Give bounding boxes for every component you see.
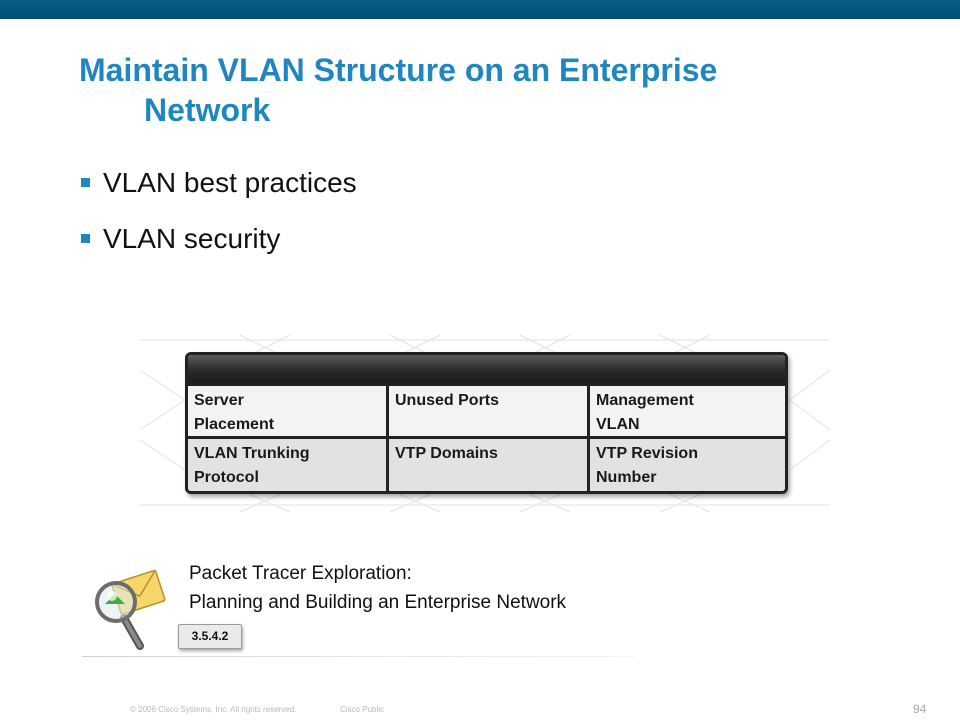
copyright-text: © 2006 Cisco Systems, Inc. All rights re…: [130, 705, 297, 714]
bullet-item: VLAN security: [79, 219, 357, 275]
table-cell-label: VTP Domains: [395, 445, 498, 462]
table-cell: VTP Domains: [389, 439, 590, 491]
table-cell: Unused Ports: [389, 386, 590, 439]
page-number: 94: [913, 702, 927, 716]
table-cell-label: Management VLAN: [596, 392, 694, 433]
packet-tracer-title: Packet Tracer Exploration:: [189, 563, 412, 584]
table-cell: Server Placement: [188, 386, 389, 439]
table-cell-label: Unused Ports: [395, 392, 500, 409]
bullet-text: VLAN best practices: [103, 167, 357, 198]
table-cell: VTP Revision Number: [590, 439, 785, 491]
bullet-list: VLAN best practices VLAN security: [79, 163, 357, 275]
activity-number-badge[interactable]: 3.5.4.2: [178, 624, 242, 649]
slide-title: Maintain VLAN Structure on an Enterprise…: [79, 50, 899, 130]
bullet-item: VLAN best practices: [79, 163, 357, 219]
vlan-topics-table: Server Placement Unused Ports Management…: [185, 352, 788, 494]
table-cell-label: VLAN Trunking Protocol: [194, 445, 310, 486]
table-grid: Server Placement Unused Ports Management…: [188, 386, 785, 491]
slide-title-line-1: Maintain VLAN Structure on an Enterprise: [79, 52, 718, 88]
bullet-square-icon: [81, 234, 90, 243]
header-bar: [0, 0, 960, 19]
table-cell: VLAN Trunking Protocol: [188, 439, 389, 491]
magnifier-envelope-icon[interactable]: [88, 562, 168, 652]
table-header-bar: [188, 355, 785, 386]
table-cell-label: VTP Revision Number: [596, 445, 698, 486]
bullet-text: VLAN security: [103, 223, 281, 254]
packet-tracer-activity-name[interactable]: Planning and Building an Enterprise Netw…: [189, 592, 567, 613]
bullet-square-icon: [81, 178, 90, 187]
table-cell: Management VLAN: [590, 386, 785, 439]
slide-title-line-2: Network: [144, 92, 271, 128]
classification-label: Cisco Public: [340, 705, 385, 714]
divider: [82, 656, 635, 657]
table-cell-label: Server Placement: [194, 392, 275, 433]
